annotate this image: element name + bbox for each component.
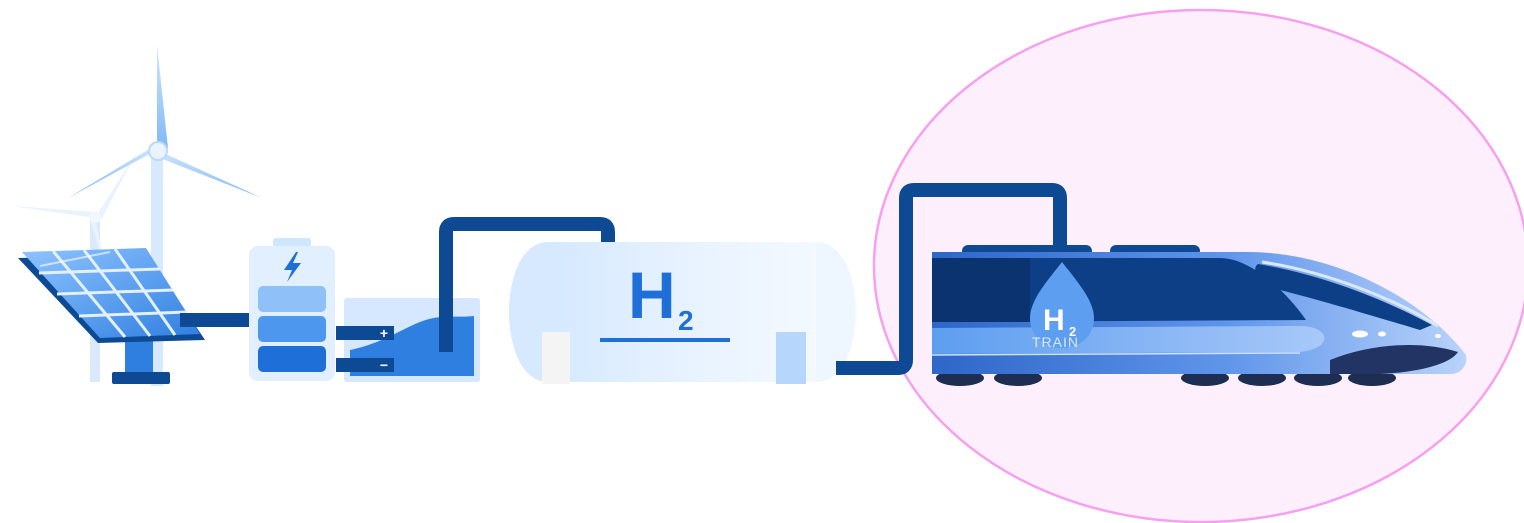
hydrogen-tank-icon: H 2 (509, 242, 857, 384)
battery-icon (249, 238, 335, 381)
negative-terminal-label: − (380, 357, 388, 373)
tank-h2-subscript: 2 (678, 305, 694, 336)
train-label: TRAIN (1032, 334, 1079, 350)
positive-terminal-label: + (380, 325, 388, 341)
tank-h2-symbol: H (628, 258, 676, 332)
power-cable (180, 313, 252, 327)
solar-panel-icon (18, 248, 205, 384)
train-h2-symbol: H (1043, 304, 1065, 337)
electrolyzer-icon: + − (336, 298, 480, 382)
